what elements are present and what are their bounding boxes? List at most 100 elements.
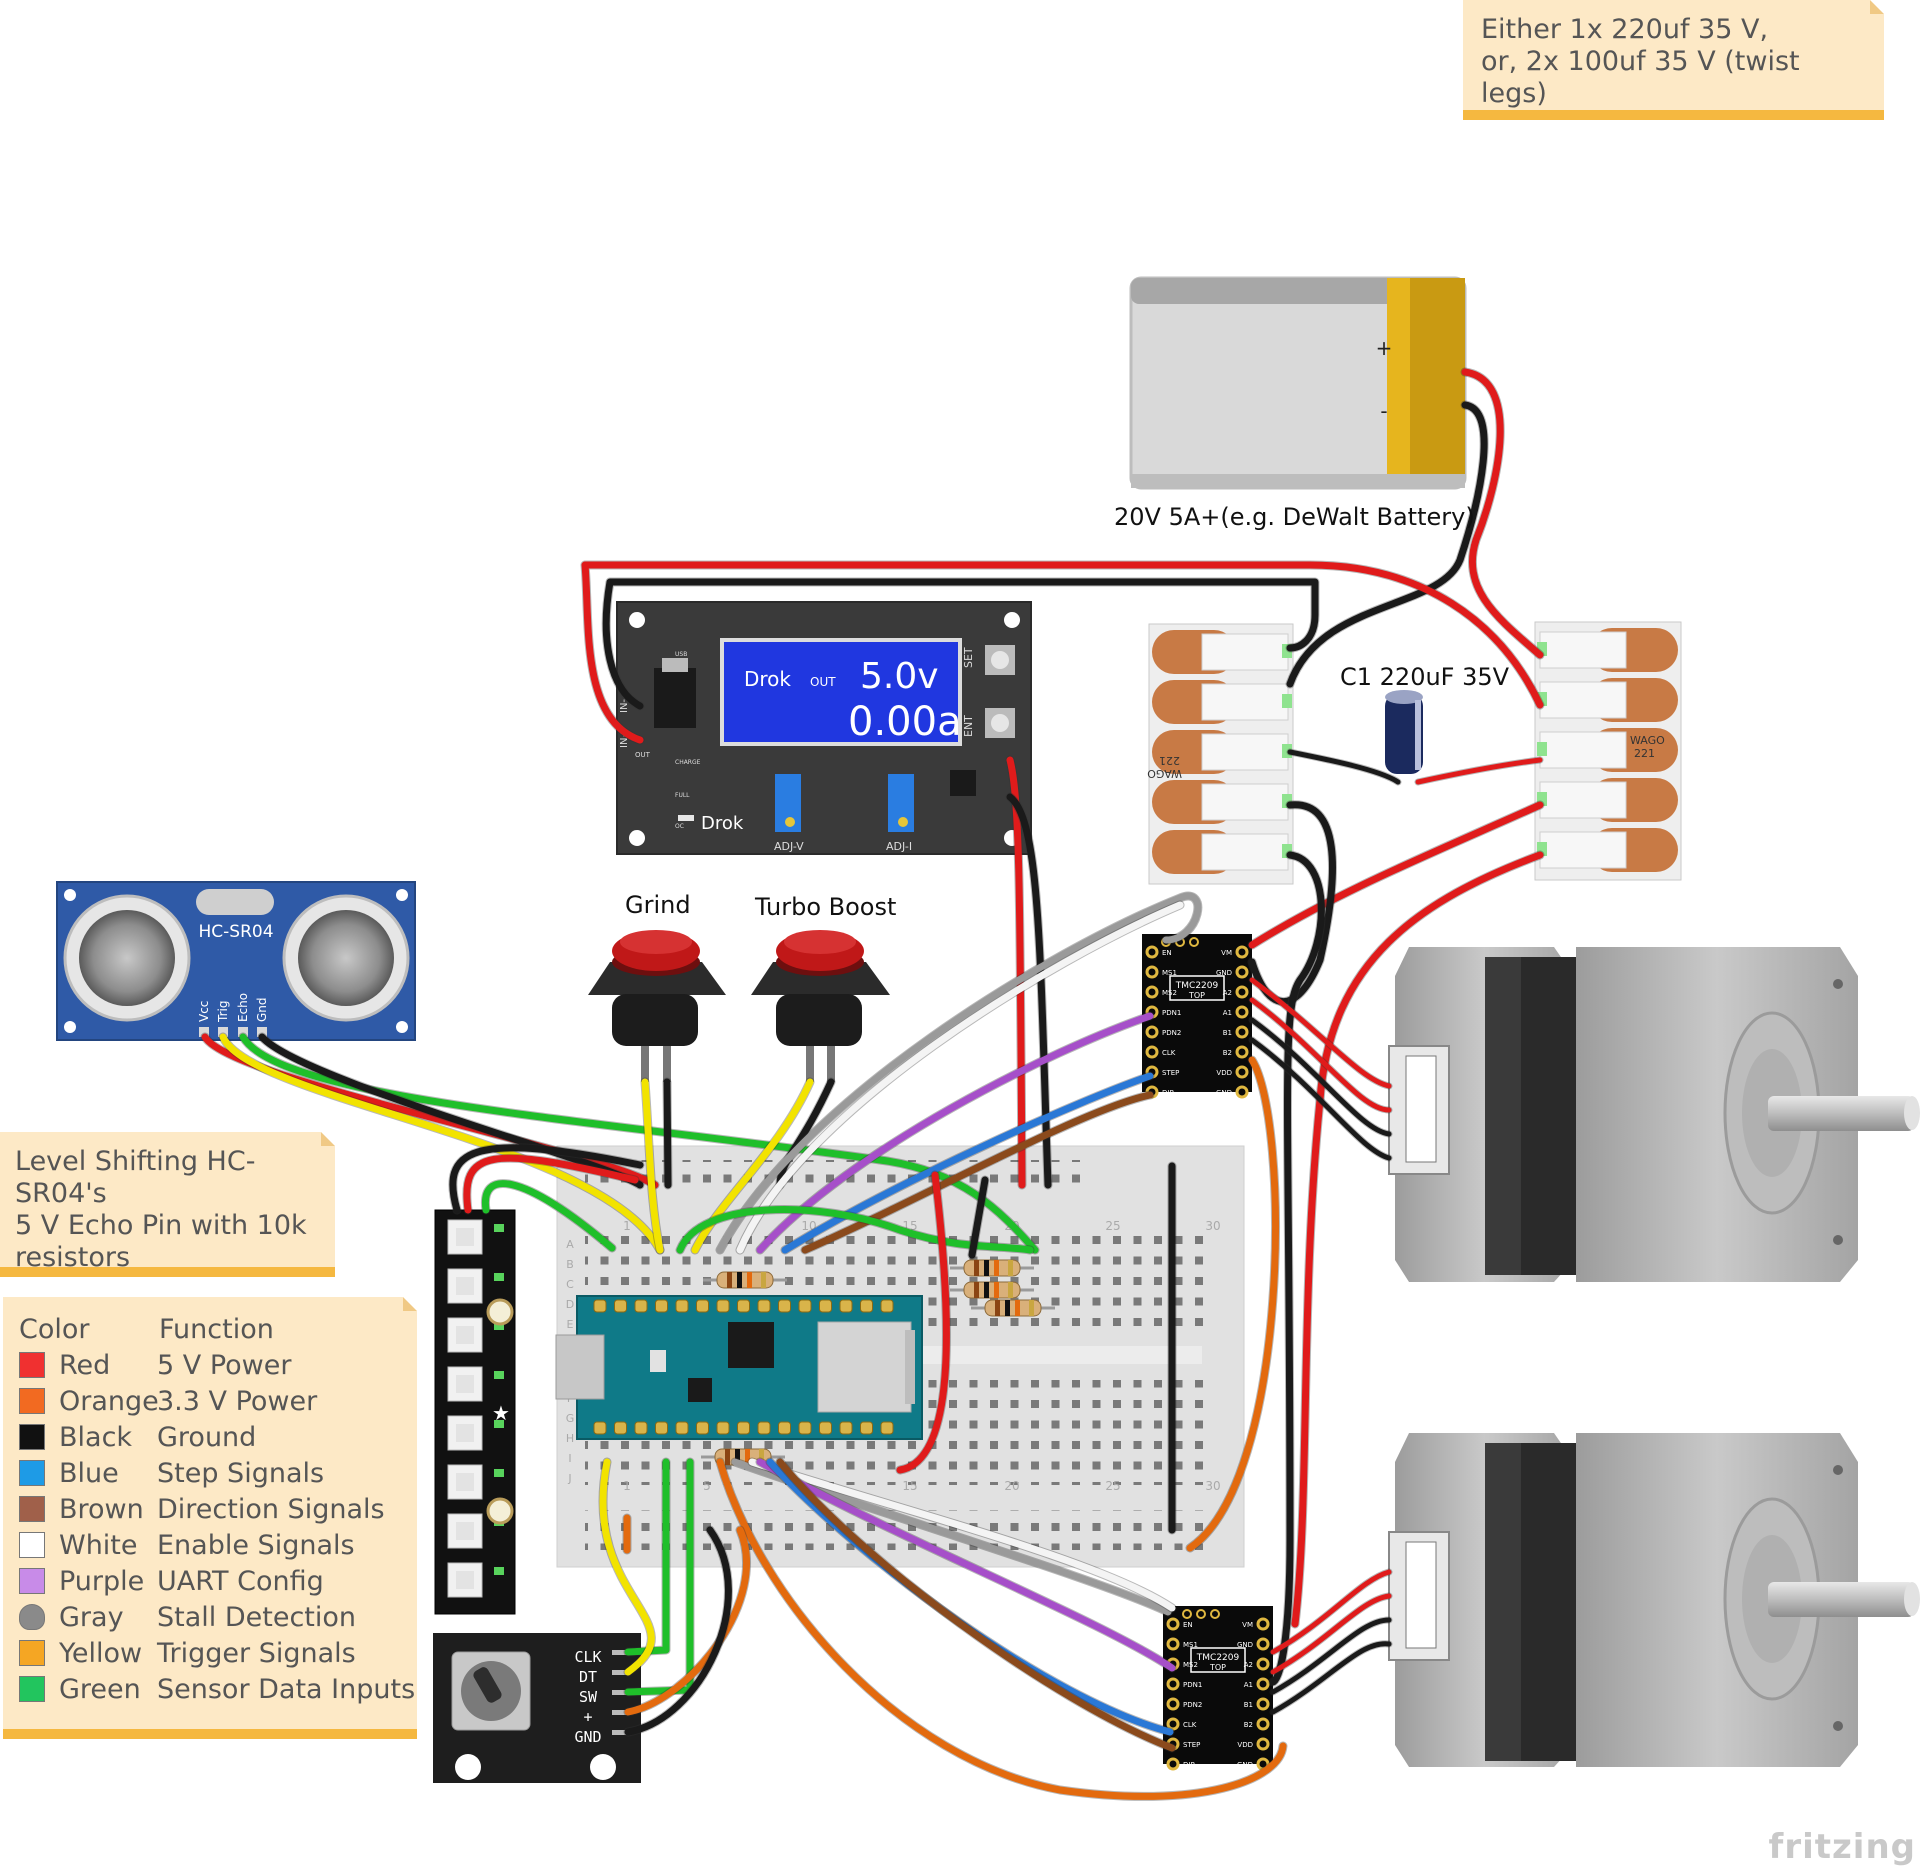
legend-color-name: Purple: [59, 1565, 145, 1597]
nano-pin: [696, 1299, 709, 1313]
tmc-pin: [1166, 1637, 1180, 1651]
tmc-left-pin-label: CLK: [1183, 1721, 1197, 1729]
wago-port: [1282, 744, 1292, 758]
usb-connector: [555, 1334, 605, 1400]
nano-pin: [614, 1421, 627, 1435]
tmc-pin: [1235, 965, 1249, 979]
legend-color-name: Brown: [59, 1493, 144, 1525]
legend-header-color: Color: [19, 1313, 90, 1345]
wire: [1269, 851, 1325, 1686]
wago-slot: [1201, 683, 1289, 721]
level-shift-note-line-1: Level Shifting HC-SR04's: [15, 1146, 256, 1209]
tmc-pin: [1256, 1637, 1270, 1651]
tmc-left-pin-label: DIR: [1183, 1761, 1195, 1769]
resistor-band: [994, 1282, 999, 1298]
resistor-band: [725, 1449, 730, 1465]
fritzing-watermark: fritzing: [1768, 1827, 1916, 1867]
tmc-right-pin-label: VDD: [1216, 1069, 1232, 1077]
nano-pin: [737, 1299, 750, 1313]
stepper-motor-top: [1388, 947, 1920, 1282]
wire: [624, 1526, 732, 1736]
nano-pin: [798, 1421, 812, 1435]
resistor-band: [737, 1272, 742, 1288]
wire: [481, 1180, 616, 1252]
bb-row-label: J: [567, 1472, 571, 1485]
tmc-pin: [1166, 1617, 1180, 1631]
nano-pin: [634, 1299, 648, 1313]
nano-pin: [839, 1421, 853, 1435]
wires: [200, 367, 1545, 1801]
tmc-right-pin-label: VM: [1221, 949, 1232, 957]
tmc-left-pin-label: STEP: [1183, 1741, 1200, 1749]
wago-left-text-2: WAGO: [1147, 767, 1182, 780]
wire: [1291, 851, 1544, 1628]
resistor-band: [1015, 1300, 1020, 1316]
nano-pin: [819, 1299, 832, 1313]
wire: [663, 1078, 672, 1189]
tmc-pin: [1235, 1025, 1249, 1039]
legend-function: 3.3 V Power: [157, 1385, 318, 1417]
color-swatch: [19, 1640, 45, 1666]
tmc-pin: [1235, 1045, 1249, 1059]
mcu-chip: [728, 1322, 774, 1368]
tmc-right-pin-label: B2: [1244, 1721, 1253, 1729]
tmc-pin: [1145, 1045, 1159, 1059]
tmc-right-pin-label: GND: [1216, 1089, 1232, 1097]
tmc-right-pin-label: A2: [1244, 1661, 1253, 1669]
resistor-band: [994, 1260, 999, 1276]
color-swatch: [19, 1568, 45, 1594]
wire: [716, 892, 1202, 1254]
tmc-left-pin-label: PDN1: [1183, 1681, 1202, 1689]
legend-function: Trigger Signals: [157, 1637, 356, 1669]
capacitor-note: Either 1x 220uf 35 V, or, 2x 100uf 35 V …: [1463, 0, 1884, 120]
wire: [581, 561, 1544, 744]
nano-pin: [716, 1421, 730, 1435]
legend-function: Sensor Data Inputs: [157, 1673, 416, 1705]
tmc-right-pin-label: B2: [1223, 1049, 1232, 1057]
battery-minus-label: -: [1380, 399, 1387, 423]
color-swatch: [19, 1460, 45, 1486]
neopixel-led: [447, 1562, 483, 1598]
drok-buck-converter: Drok OUT 5.0v 0.00a SET ENT ADJ-V ADJ-I …: [616, 601, 1032, 855]
grind-button[interactable]: [588, 930, 726, 1082]
wago-left-text-1: 221: [1159, 754, 1180, 767]
enc-pin-sw: SW: [579, 1688, 598, 1706]
neopixel-stick: ★: [434, 1209, 516, 1615]
wago-slot: [1539, 781, 1627, 819]
nano-pin: [634, 1421, 648, 1435]
tmc-top-pin: [1196, 1609, 1206, 1619]
wire: [463, 1154, 639, 1214]
turbo-boost-button[interactable]: [751, 930, 890, 1082]
wire: [1286, 401, 1488, 688]
neopixel-pad: [494, 1420, 504, 1428]
legend-color-name: Black: [59, 1421, 133, 1453]
drok-current-readout: 0.00a: [848, 699, 962, 745]
enc-pin-plus: +: [583, 1708, 592, 1726]
wire: [1248, 801, 1544, 949]
tmc-left-pin-label: CLK: [1162, 1049, 1176, 1057]
wire: [776, 1458, 1176, 1752]
drok-ent-label: ENT: [962, 715, 975, 737]
nano-pin: [655, 1421, 668, 1435]
tmc-chip-outline: [1190, 1647, 1246, 1673]
resistor-band: [747, 1272, 752, 1288]
legend-color-name: Green: [59, 1673, 141, 1705]
wago-port: [1537, 642, 1547, 656]
tmc-pin: [1256, 1737, 1270, 1751]
wire: [1249, 977, 1392, 1089]
neopixel-pad: [494, 1469, 504, 1477]
nano-pin: [778, 1421, 791, 1435]
wago-slot: [1539, 731, 1627, 769]
nano-pin: [819, 1421, 832, 1435]
legend-color-name: Yellow: [59, 1637, 143, 1669]
battery-label: 20V 5A+(e.g. DeWalt Battery): [1114, 503, 1475, 531]
wire: [1415, 757, 1543, 785]
tmc-right-pin-label: B1: [1223, 1029, 1232, 1037]
wago-port: [1537, 792, 1547, 806]
drok-set-label: SET: [962, 647, 975, 668]
drok-charge-label: CHARGE: [675, 759, 701, 766]
